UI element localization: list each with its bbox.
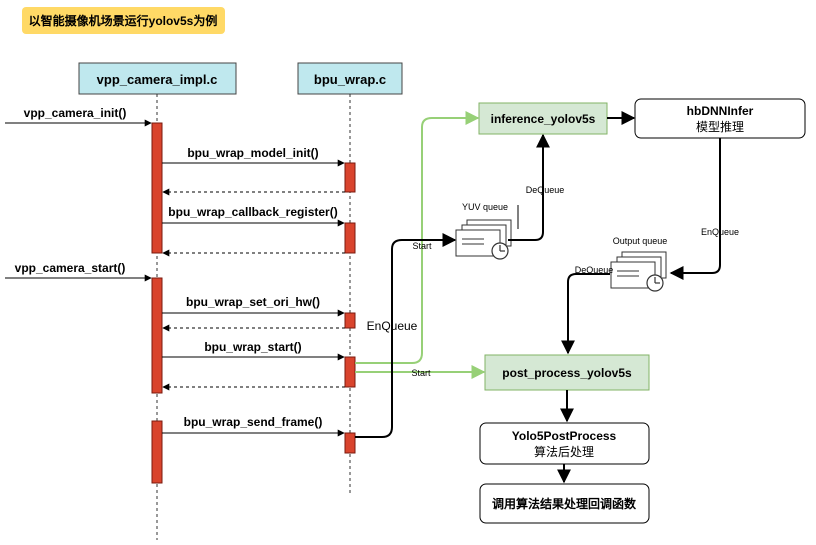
label-output-queue: Output queue: [613, 236, 668, 246]
title-text: 以智能摄像机场景运行yolov5s为例: [29, 13, 218, 28]
enqueue-to-yuv-queue: [355, 233, 457, 438]
lifeline-head-camera: vpp_camera_impl.c: [78, 62, 237, 95]
inference-yolov5s-box: inference_yolov5s: [478, 102, 608, 135]
label-callback-register: bpu_wrap_callback_register(): [168, 205, 337, 219]
callback-box: 调用算法结果处理回调函数: [479, 483, 650, 524]
label-yolo-post-line1: Yolo5PostProcess: [512, 429, 617, 443]
output-queue-icon: Output queue: [610, 236, 668, 292]
label-callback: 调用算法结果处理回调函数: [492, 496, 637, 511]
label-hbdnn-line2: 模型推理: [696, 120, 744, 134]
post-process-yolov5s-box: post_process_yolov5s: [484, 354, 650, 391]
enqueue-to-output-queue: [669, 138, 721, 280]
dequeue-output-to-post: [561, 273, 610, 355]
label-enqueue-out: EnQueue: [701, 227, 739, 237]
label-inference: inference_yolov5s: [491, 112, 596, 126]
label-camera-start: vpp_camera_start(): [15, 261, 126, 275]
hbdnn-infer-box: hbDNNInfer 模型推理: [634, 98, 806, 139]
label-set-ori-hw: bpu_wrap_set_ori_hw(): [186, 295, 320, 309]
label-yolo-post-line2: 算法后处理: [534, 444, 594, 459]
label-wrap-start: bpu_wrap_start(): [204, 340, 301, 354]
label-enqueue-main: EnQueue: [367, 319, 418, 333]
activation-camera-init: [151, 122, 163, 254]
label-camera-init: vpp_camera_init(): [24, 106, 127, 120]
label-model-init: bpu_wrap_model_init(): [187, 146, 318, 160]
label-start-lower: Start: [411, 368, 431, 378]
label-hbdnn-line1: hbDNNInfer: [687, 104, 754, 118]
activation-bpu-set-ori: [344, 312, 356, 329]
activation-camera-frame: [151, 420, 163, 484]
activation-bpu-model-init: [344, 162, 356, 193]
label-yuv-queue: YUV queue: [462, 202, 508, 212]
lifeline-camera-label: vpp_camera_impl.c: [97, 72, 218, 87]
activation-camera-start: [151, 277, 163, 394]
dequeue-yuv-to-inference: [508, 133, 550, 241]
activation-bpu-callback: [344, 222, 356, 254]
label-send-frame: bpu_wrap_send_frame(): [184, 415, 323, 429]
yolo5-postprocess-box: Yolo5PostProcess 算法后处理: [479, 422, 650, 465]
activation-bpu-send-frame: [344, 432, 356, 454]
title-badge: 以智能摄像机场景运行yolov5s为例: [22, 7, 225, 34]
lifeline-bpu-label: bpu_wrap.c: [314, 72, 386, 87]
yuv-queue-icon: YUV queue: [455, 202, 512, 260]
label-start-upper: Start: [412, 241, 432, 251]
label-post-process: post_process_yolov5s: [502, 366, 632, 380]
label-dequeue-yuv: DeQueue: [526, 185, 565, 195]
activation-bpu-start: [344, 356, 356, 388]
label-dequeue-out: DeQueue: [575, 265, 614, 275]
lifeline-head-bpu: bpu_wrap.c: [297, 62, 403, 95]
